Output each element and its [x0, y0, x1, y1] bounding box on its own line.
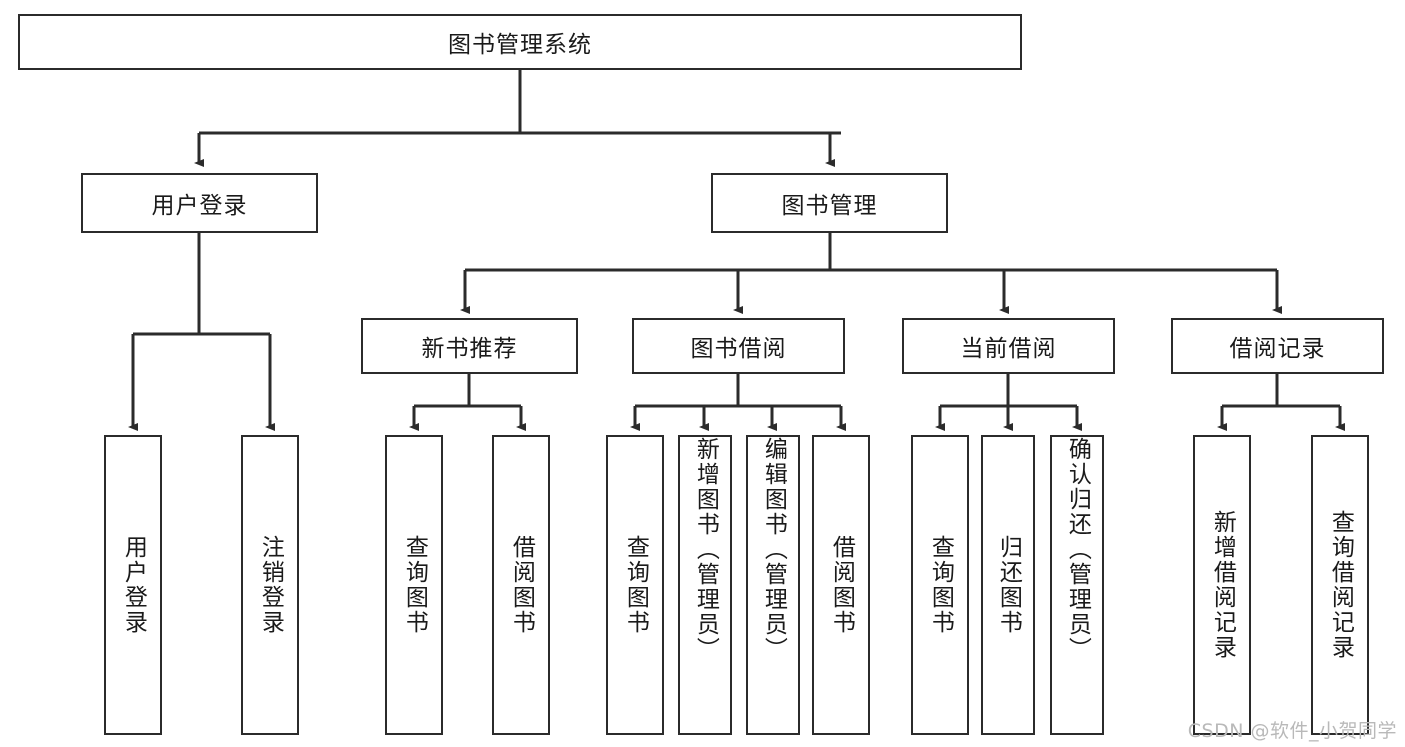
node-new-book-recommend[interactable]: 新书推荐 — [361, 318, 578, 374]
node-current-borrow-label: 当前借阅 — [960, 336, 1057, 362]
node-leaf-borrow-book-a[interactable]: 借阅图书 — [492, 435, 550, 735]
node-leaf-query-book-a[interactable]: 查询图书 — [385, 435, 443, 735]
node-book-borrow[interactable]: 图书借阅 — [632, 318, 845, 374]
node-leaf-add-book-admin-label: 新增图书（管理员） — [692, 437, 719, 662]
node-leaf-borrow-book-b-label: 借阅图书 — [828, 535, 855, 635]
node-leaf-borrow-book-b[interactable]: 借阅图书 — [812, 435, 870, 735]
node-leaf-query-book-b-label: 查询图书 — [622, 535, 649, 635]
node-leaf-user-login-label: 用户登录 — [120, 535, 147, 635]
node-book-management-label: 图书管理 — [781, 193, 878, 219]
node-leaf-confirm-return-admin[interactable]: 确认归还（管理员） — [1050, 435, 1104, 735]
node-book-management[interactable]: 图书管理 — [711, 173, 948, 233]
node-leaf-confirm-return-admin-label: 确认归还（管理员） — [1064, 437, 1091, 662]
node-current-borrow[interactable]: 当前借阅 — [902, 318, 1115, 374]
node-root-label: 图书管理系统 — [448, 32, 592, 58]
node-book-borrow-label: 图书借阅 — [690, 336, 787, 362]
node-leaf-query-book-b[interactable]: 查询图书 — [606, 435, 664, 735]
node-leaf-return-book[interactable]: 归还图书 — [981, 435, 1035, 735]
node-leaf-logout[interactable]: 注销登录 — [241, 435, 299, 735]
node-leaf-add-borrow-record-label: 新增借阅记录 — [1209, 510, 1236, 660]
node-borrow-record[interactable]: 借阅记录 — [1171, 318, 1384, 374]
node-leaf-borrow-book-a-label: 借阅图书 — [508, 535, 535, 635]
node-leaf-query-book-a-label: 查询图书 — [401, 535, 428, 635]
node-leaf-add-book-admin[interactable]: 新增图书（管理员） — [678, 435, 732, 735]
node-leaf-user-login[interactable]: 用户登录 — [104, 435, 162, 735]
node-leaf-logout-label: 注销登录 — [257, 535, 284, 635]
node-user-login-label: 用户登录 — [151, 193, 248, 219]
node-leaf-edit-book-admin-label: 编辑图书（管理员） — [760, 437, 787, 662]
node-leaf-query-book-c-label: 查询图书 — [927, 535, 954, 635]
node-borrow-record-label: 借阅记录 — [1229, 336, 1326, 362]
node-leaf-query-borrow-record[interactable]: 查询借阅记录 — [1311, 435, 1369, 735]
node-root[interactable]: 图书管理系统 — [18, 14, 1022, 70]
node-leaf-query-borrow-record-label: 查询借阅记录 — [1327, 510, 1354, 660]
node-leaf-add-borrow-record[interactable]: 新增借阅记录 — [1193, 435, 1251, 735]
node-leaf-return-book-label: 归还图书 — [995, 535, 1022, 635]
node-user-login[interactable]: 用户登录 — [81, 173, 318, 233]
node-new-book-recommend-label: 新书推荐 — [421, 336, 518, 362]
node-leaf-edit-book-admin[interactable]: 编辑图书（管理员） — [746, 435, 800, 735]
node-leaf-query-book-c[interactable]: 查询图书 — [911, 435, 969, 735]
